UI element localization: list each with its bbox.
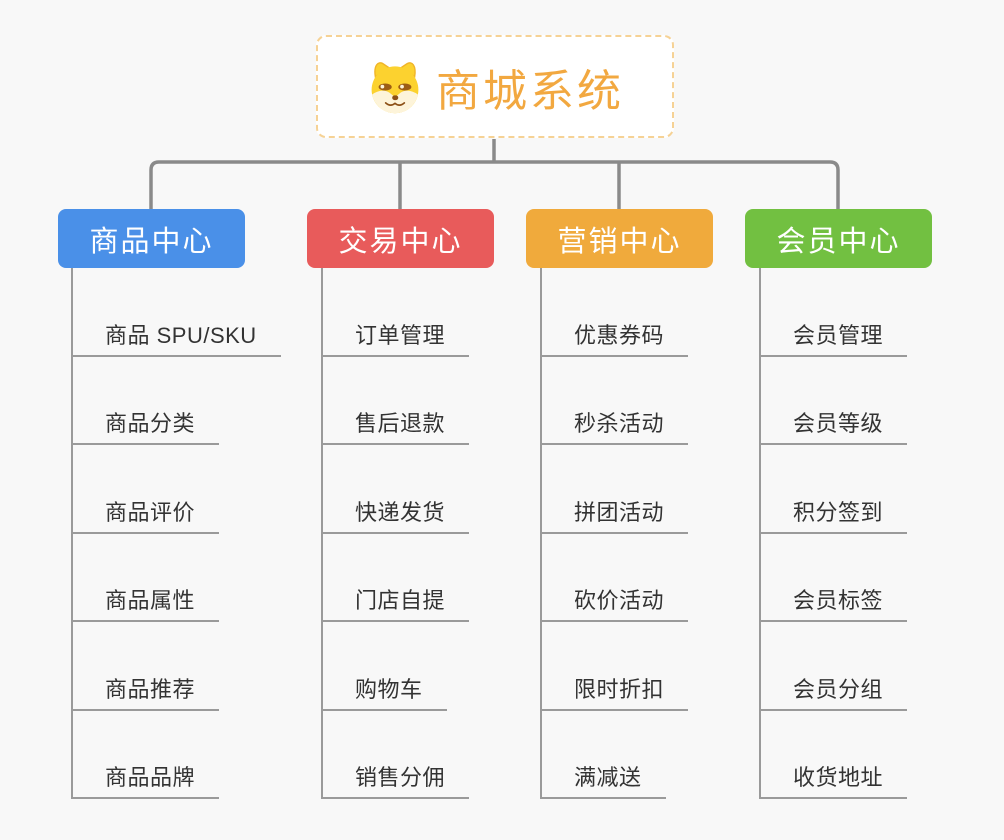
branch-label: 交易中心 [338,225,463,258]
leaf-node[interactable]: 售后退款 [323,357,470,445]
leaf-node[interactable]: 销售分佣 [323,711,470,799]
leaf-node[interactable]: 会员管理 [761,268,908,357]
branch-trade-center[interactable]: 交易中心 [307,209,494,268]
branch-label: 商品中心 [89,225,214,258]
leaf-node[interactable]: 满减送 [542,711,666,799]
branch-product-center[interactable]: 商品中心 [58,209,245,268]
connector-group [149,139,840,209]
branch-bus-line [149,160,840,209]
root-title: 商城系统 [436,66,624,116]
branch-marketing-center[interactable]: 营销中心 [526,209,713,268]
leaf-node[interactable]: 拼团活动 [542,445,689,534]
leaf-node[interactable]: 限时折扣 [542,622,689,711]
leaf-node[interactable]: 会员分组 [761,622,908,711]
leaf-column-product: 商品 SPU/SKU 商品分类 商品评价 商品属性 商品推荐 商品品牌 [71,268,281,799]
branch-label: 营销中心 [557,225,682,258]
leaf-node[interactable]: 商品 SPU/SKU [73,268,281,357]
leaf-node[interactable]: 快递发货 [323,445,470,534]
leaf-node[interactable]: 商品属性 [73,534,220,622]
doge-nose [392,94,399,100]
leaf-node[interactable]: 会员标签 [761,534,908,622]
leaf-column-member: 会员管理 会员等级 积分签到 会员标签 会员分组 收货地址 [759,268,908,799]
leaf-column-marketing: 优惠券码 秒杀活动 拼团活动 砍价活动 限时折扣 满减送 [540,268,689,799]
leaf-node[interactable]: 购物车 [323,622,447,711]
doge-icon [371,61,419,113]
leaf-node[interactable]: 商品品牌 [73,711,220,799]
branch-member-center[interactable]: 会员中心 [745,209,932,268]
leaf-node[interactable]: 商品评价 [73,445,220,534]
leaf-node[interactable]: 收货地址 [761,711,908,799]
leaf-node[interactable]: 商品分类 [73,357,220,445]
leaf-column-trade: 订单管理 售后退款 快递发货 门店自提 购物车 销售分佣 [321,268,470,799]
root-node[interactable]: 商城系统 [316,35,674,138]
leaf-node[interactable]: 秒杀活动 [542,357,689,445]
leaf-node[interactable]: 商品推荐 [73,622,220,711]
leaf-node[interactable]: 砍价活动 [542,534,689,622]
branch-label: 会员中心 [776,225,901,258]
leaf-node[interactable]: 会员等级 [761,357,908,445]
leaf-node[interactable]: 订单管理 [323,268,470,357]
leaf-node[interactable]: 优惠券码 [542,268,689,357]
doge-muzzle [372,90,418,113]
doge-mouth [384,101,406,106]
leaf-node[interactable]: 积分签到 [761,445,908,534]
leaf-node[interactable]: 门店自提 [323,534,470,622]
